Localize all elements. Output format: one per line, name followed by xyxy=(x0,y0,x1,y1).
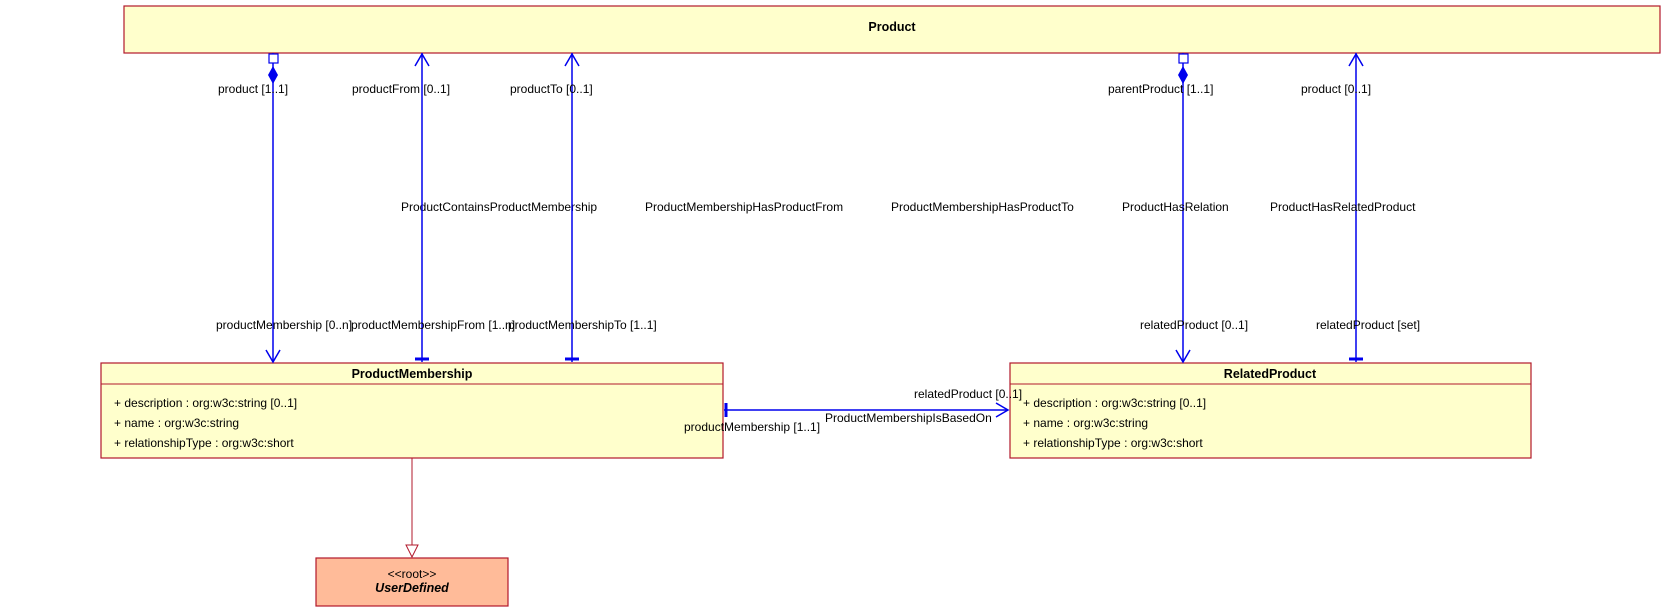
association-has-product-to[interactable]: productTo [0..1] productMembershipTo [1.… xyxy=(508,52,1074,362)
generalization-arrowhead xyxy=(405,544,419,559)
arrowhead-open xyxy=(265,349,281,364)
navigability-square xyxy=(1178,53,1189,64)
class-product-membership-box xyxy=(100,362,724,459)
class-product-name: Product xyxy=(868,20,916,34)
role-label-target: relatedProduct [0..1] xyxy=(914,387,1022,401)
association-name: ProductMembershipHasProductTo xyxy=(891,200,1074,214)
role-label-source: productTo [0..1] xyxy=(510,82,593,96)
attribute-description: + description : org:w3c:string [0..1] xyxy=(114,396,297,410)
association-has-relation[interactable]: parentProduct [1..1] relatedProduct [0..… xyxy=(1108,53,1248,364)
class-user-defined[interactable]: <<root>> UserDefined xyxy=(315,557,509,607)
attribute-relationship-type: + relationshipType : org:w3c:short xyxy=(1023,436,1203,450)
class-user-defined-stereotype: <<root>> xyxy=(388,567,437,581)
role-label-target: productMembershipFrom [1..n] xyxy=(351,318,515,332)
role-label-target: relatedProduct [0..1] xyxy=(1140,318,1248,332)
arrowhead-open xyxy=(1348,52,1364,67)
role-label-source: product [1..1] xyxy=(218,82,288,96)
class-related-product-name: RelatedProduct xyxy=(1224,367,1317,381)
arrowhead-open xyxy=(564,52,580,67)
association-has-product-from[interactable]: productFrom [0..1] productMembershipFrom… xyxy=(351,52,843,362)
arrowhead-open xyxy=(995,402,1010,418)
attribute-description: + description : org:w3c:string [0..1] xyxy=(1023,396,1206,410)
class-related-product-box xyxy=(1009,362,1532,459)
association-is-based-on[interactable]: productMembership [1..1] relatedProduct … xyxy=(684,387,1022,434)
association-name: ProductContainsProductMembership xyxy=(401,200,597,214)
role-label-source: product [0..1] xyxy=(1301,82,1371,96)
attribute-relationship-type: + relationshipType : org:w3c:short xyxy=(114,436,294,450)
composition-diamond xyxy=(268,66,278,84)
association-name: ProductMembershipHasProductFrom xyxy=(645,200,843,214)
arrowhead-open xyxy=(1175,349,1191,364)
class-product[interactable]: Product xyxy=(123,5,1661,54)
association-name: ProductMembershipIsBasedOn xyxy=(825,411,992,425)
class-user-defined-box xyxy=(315,557,509,607)
role-label-source: parentProduct [1..1] xyxy=(1108,82,1213,96)
role-label-target: relatedProduct [set] xyxy=(1316,318,1420,332)
association-name: ProductHasRelation xyxy=(1122,200,1229,214)
association-name: ProductHasRelatedProduct xyxy=(1270,200,1416,214)
class-product-membership-name: ProductMembership xyxy=(352,367,473,381)
class-user-defined-name: UserDefined xyxy=(375,581,449,595)
role-label-source: productFrom [0..1] xyxy=(352,82,450,96)
association-contains-membership[interactable]: product [1..1] productMembership [0..n] … xyxy=(216,53,597,364)
navigability-square xyxy=(268,53,279,64)
class-product-membership[interactable]: ProductMembership + description : org:w3… xyxy=(100,362,724,459)
generalization-user-defined xyxy=(405,458,419,559)
role-label-target: productMembership [0..n] xyxy=(216,318,352,332)
class-related-product[interactable]: RelatedProduct + description : org:w3c:s… xyxy=(1009,362,1532,459)
role-label-source: productMembership [1..1] xyxy=(684,420,820,434)
composition-diamond xyxy=(1178,66,1188,84)
role-label-target: productMembershipTo [1..1] xyxy=(508,318,657,332)
association-has-related-product[interactable]: product [0..1] relatedProduct [set] Prod… xyxy=(1270,52,1420,362)
attribute-name: + name : org:w3c:string xyxy=(1023,416,1148,430)
class-product-box xyxy=(123,5,1661,54)
arrowhead-open xyxy=(414,52,430,67)
attribute-name: + name : org:w3c:string xyxy=(114,416,239,430)
